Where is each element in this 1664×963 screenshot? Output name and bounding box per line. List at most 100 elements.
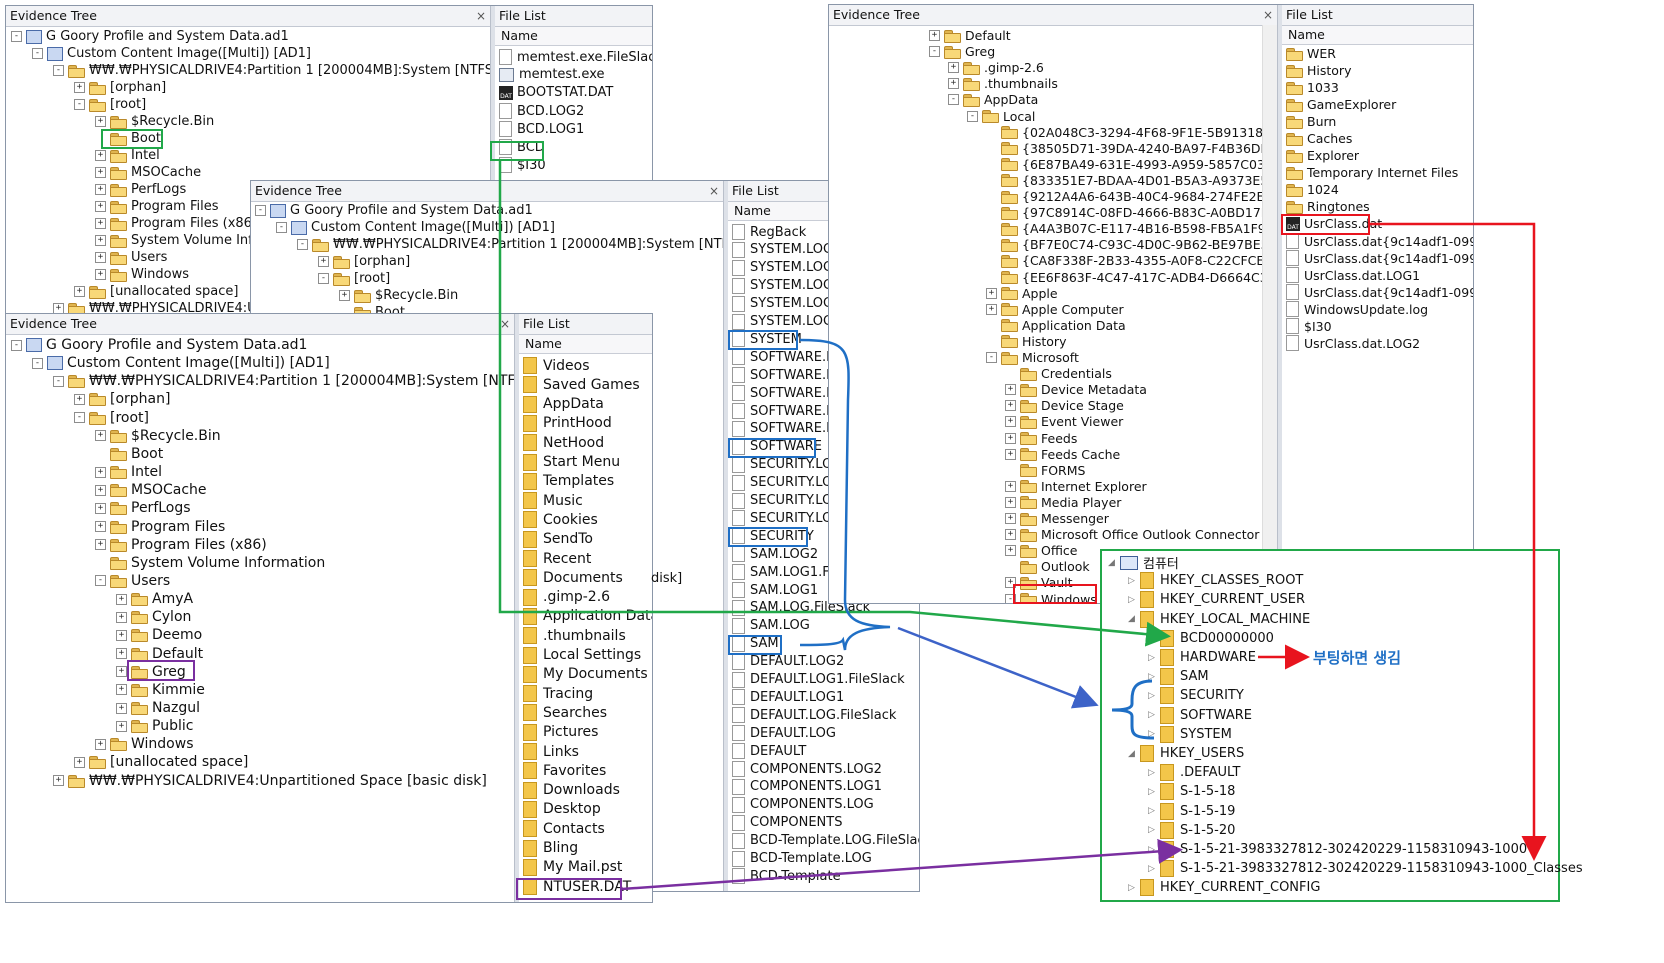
- file-list-item[interactable]: BCD.LOG2: [499, 103, 584, 119]
- file-list-item[interactable]: SOFTWARE.LO: [732, 403, 843, 419]
- file-list-item[interactable]: Desktop: [523, 800, 601, 818]
- expand-icon[interactable]: +: [95, 252, 106, 263]
- file-list-item[interactable]: SECURITY.LOG: [732, 456, 842, 473]
- tree-node[interactable]: -Greg: [929, 44, 995, 59]
- vertical-scrollbar[interactable]: [1262, 25, 1277, 603]
- file-list-item[interactable]: SAM.LOG: [732, 617, 810, 634]
- file-list-item[interactable]: My Mail.pst: [523, 858, 622, 876]
- tree-node[interactable]: -Local: [967, 109, 1035, 124]
- close-icon[interactable]: ×: [1262, 8, 1273, 22]
- tree-node[interactable]: Boot: [95, 446, 163, 462]
- file-list-item[interactable]: Videos: [523, 357, 590, 374]
- expand-triangle-icon[interactable]: ▷: [1148, 863, 1155, 874]
- tree-node[interactable]: +Kimmie: [116, 682, 205, 698]
- tree-node[interactable]: +Program Files (x86): [95, 537, 267, 553]
- expand-icon[interactable]: +: [929, 30, 940, 41]
- tree-node[interactable]: {A4A3B07C-E117-4B16-B598-FB5A1F9C1E0: [986, 221, 1277, 236]
- collapse-icon[interactable]: -: [967, 110, 978, 122]
- tree-node[interactable]: System Volume Information: [95, 555, 325, 571]
- expand-icon[interactable]: +: [1005, 513, 1016, 524]
- tree-node[interactable]: +[unallocated space]: [74, 284, 239, 299]
- file-list-item[interactable]: Caches: [1286, 131, 1352, 146]
- tree-node[interactable]: +PerfLogs: [95, 500, 191, 516]
- file-list-item[interactable]: Favorites: [523, 762, 606, 780]
- tree-node[interactable]: +[orphan]: [74, 391, 170, 407]
- file-list-item[interactable]: SYSTEM.LOG2: [732, 241, 841, 258]
- tree-node[interactable]: +Users: [95, 250, 167, 265]
- expand-icon[interactable]: +: [1005, 448, 1016, 460]
- close-icon[interactable]: ×: [475, 9, 486, 23]
- tree-node[interactable]: {02A048C3-3294-4F68-9F1E-5B91318D14EF: [986, 125, 1277, 140]
- file-list-item[interactable]: DEFAULT.LOG2: [732, 653, 844, 670]
- file-list-item[interactable]: SECURITY.LOG: [732, 492, 842, 509]
- file-list-item[interactable]: SYSTEM.LOG: [732, 313, 833, 330]
- tree-node[interactable]: +MSOCache: [95, 165, 201, 180]
- file-list-item[interactable]: Documents: [523, 569, 623, 587]
- file-list-item[interactable]: Contacts: [523, 820, 605, 838]
- expand-icon[interactable]: +: [948, 78, 959, 90]
- tree-node[interactable]: +Event Viewer: [1005, 414, 1123, 429]
- tree-node[interactable]: +Apple: [986, 286, 1058, 301]
- tree-node[interactable]: +Windows: [95, 736, 194, 752]
- expand-icon[interactable]: +: [1005, 416, 1016, 428]
- file-list-item[interactable]: PrintHood: [523, 414, 612, 432]
- expand-triangle-icon[interactable]: ▷: [1148, 825, 1155, 836]
- tree-node[interactable]: -₩₩.₩PHYSICALDRIVE4:Partition 1 [200004M…: [53, 373, 514, 389]
- tree-node[interactable]: -AppData: [948, 92, 1038, 107]
- file-list-item[interactable]: Local Settings: [523, 646, 641, 664]
- file-list-item[interactable]: GameExplorer: [1286, 97, 1396, 112]
- file-list-item[interactable]: COMPONENTS.LOG1: [732, 778, 882, 795]
- tree-node[interactable]: -Users: [95, 573, 170, 589]
- expand-icon[interactable]: +: [116, 684, 127, 696]
- expand-icon[interactable]: +: [1005, 432, 1016, 444]
- expand-icon[interactable]: +: [948, 62, 959, 74]
- expand-icon[interactable]: +: [95, 218, 106, 229]
- registry-key[interactable]: ▷BCD00000000: [1148, 629, 1274, 647]
- file-list-item[interactable]: Templates: [523, 472, 614, 490]
- expand-icon[interactable]: +: [95, 738, 106, 750]
- tree-node[interactable]: +Nazgul: [116, 700, 200, 716]
- file-list-item[interactable]: Links: [523, 743, 579, 760]
- expand-icon[interactable]: +: [95, 201, 106, 212]
- tree-node[interactable]: +Public: [116, 718, 193, 734]
- tree-node[interactable]: -Custom Content Image([Multi]) [AD1]: [32, 355, 330, 371]
- file-list-item[interactable]: RegBack: [732, 224, 806, 240]
- expand-icon[interactable]: +: [986, 303, 997, 315]
- registry-key[interactable]: ▷S-1-5-18: [1148, 783, 1235, 801]
- expand-icon[interactable]: +: [1005, 400, 1016, 412]
- file-list-item[interactable]: SECURITY.LOG: [732, 474, 842, 491]
- file-list-item[interactable]: SendTo: [523, 530, 593, 548]
- tree-node[interactable]: -Microsoft: [986, 350, 1079, 365]
- tree-node[interactable]: +₩₩.₩PHYSICALDRIVE4:Unpartitioned Space …: [53, 773, 487, 789]
- tree-node[interactable]: -Custom Content Image([Multi]) [AD1]: [276, 220, 555, 235]
- expand-icon[interactable]: +: [318, 256, 329, 267]
- file-list-item[interactable]: BCD-Template.LOG.FileSlack: [732, 832, 919, 849]
- registry-key[interactable]: ▷SOFTWARE: [1148, 706, 1252, 724]
- tree-node[interactable]: +Windows: [95, 267, 189, 282]
- file-list-item[interactable]: Recent: [523, 550, 591, 567]
- file-list-item[interactable]: Searches: [523, 704, 607, 722]
- expand-icon[interactable]: +: [116, 666, 127, 678]
- expand-icon[interactable]: +: [1005, 529, 1016, 541]
- tree-node[interactable]: {6E87BA49-631E-4993-A959-5857C032791C: [986, 157, 1277, 172]
- tree-node[interactable]: +Program Files: [95, 199, 219, 214]
- collapse-icon[interactable]: -: [53, 65, 64, 76]
- file-list-item[interactable]: 1024: [1286, 182, 1339, 197]
- file-list-item[interactable]: DEFAULT.LOG1.FileSlack: [732, 671, 905, 688]
- tree-node[interactable]: +System Volume Info: [95, 233, 261, 248]
- tree-node[interactable]: Application Data: [986, 318, 1126, 333]
- registry-key[interactable]: ▷SECURITY: [1148, 687, 1244, 705]
- tree-node[interactable]: {EE6F863F-4C47-417C-ADB4-D6664C32B50: [986, 270, 1277, 285]
- collapse-icon[interactable]: -: [318, 273, 329, 284]
- expand-icon[interactable]: +: [95, 184, 106, 195]
- file-list-item[interactable]: SYSTEM.LOG1: [732, 277, 841, 294]
- expand-icon[interactable]: +: [95, 235, 106, 246]
- registry-key[interactable]: ▷S-1-5-21-3983327812-302420229-115831094…: [1148, 841, 1527, 858]
- expand-icon[interactable]: +: [1005, 480, 1016, 492]
- registry-key[interactable]: ▷HARDWARE: [1148, 649, 1256, 666]
- expand-icon[interactable]: +: [95, 269, 106, 280]
- tree-node[interactable]: {97C8914C-08FD-4666-B83C-A0BD17D4D5E: [986, 205, 1277, 220]
- file-list-item[interactable]: SYSTEM.LOG.I: [732, 295, 841, 312]
- expand-triangle-icon[interactable]: ▷: [1148, 806, 1155, 817]
- name-column-header[interactable]: Name: [495, 27, 652, 46]
